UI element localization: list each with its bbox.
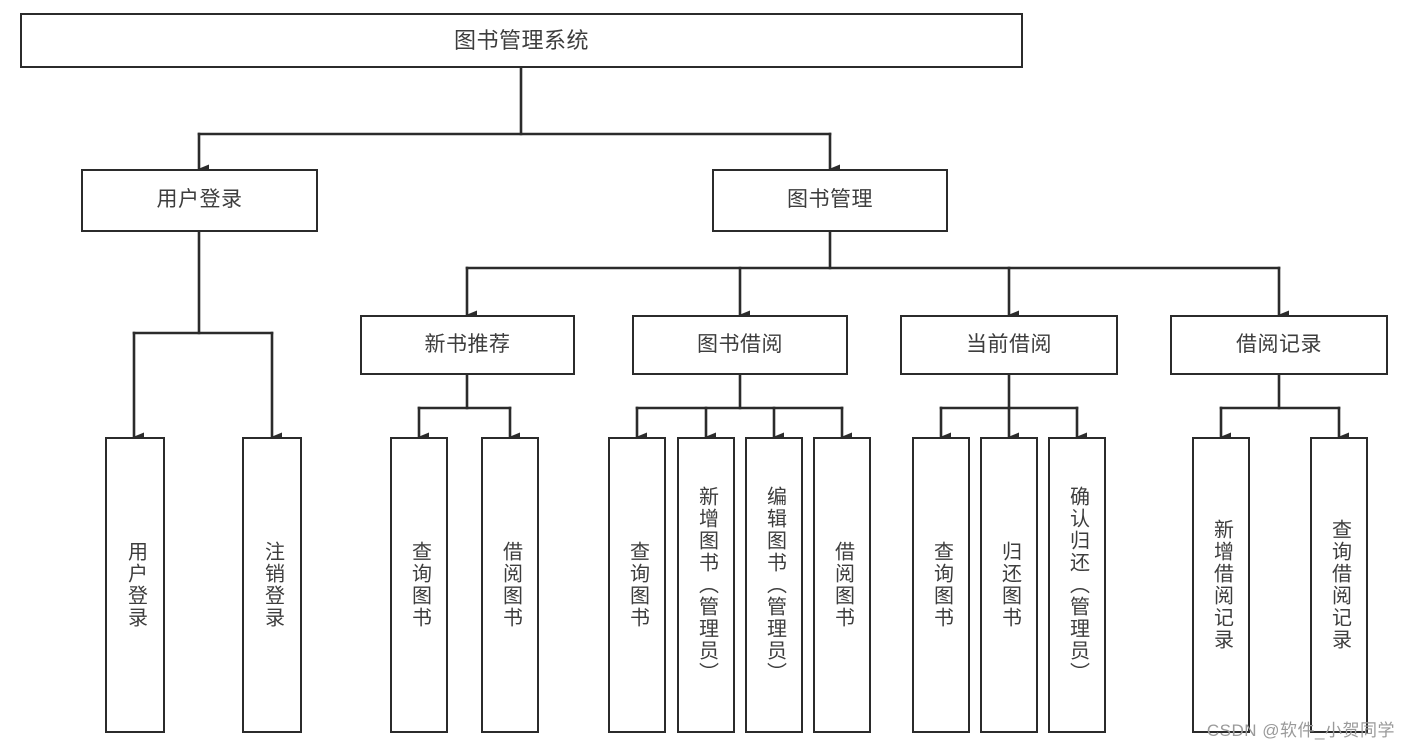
node-leaf-record-search-label: 查询借阅记录 [1328, 519, 1351, 651]
node-user-login[interactable]: 用户登录 [81, 169, 318, 232]
node-leaf-record-search[interactable]: 查询借阅记录 [1310, 437, 1368, 733]
node-user-login-label: 用户登录 [156, 188, 243, 212]
node-current-borrow[interactable]: 当前借阅 [900, 315, 1118, 375]
node-leaf-current-return-book[interactable]: 归还图书 [980, 437, 1038, 733]
node-leaf-user-logout[interactable]: 注销登录 [242, 437, 302, 733]
watermark-text: CSDN @软件_小贺同学 [1206, 721, 1395, 740]
node-current-borrow-label: 当前借阅 [966, 332, 1052, 356]
node-leaf-borrow-add-book[interactable]: 新增图书（管理员） [677, 437, 735, 733]
node-leaf-borrow-query-book[interactable]: 查询图书 [608, 437, 666, 733]
node-borrow-record[interactable]: 借阅记录 [1170, 315, 1388, 375]
node-leaf-user-logout-label: 注销登录 [261, 541, 284, 629]
node-leaf-recommend-query-book[interactable]: 查询图书 [390, 437, 448, 733]
node-leaf-current-query-book[interactable]: 查询图书 [912, 437, 970, 733]
node-leaf-current-confirm-return[interactable]: 确认归还（管理员） [1048, 437, 1106, 733]
node-leaf-borrow-query-book-label: 查询图书 [626, 541, 649, 629]
node-leaf-borrow-add-book-label: 新增图书（管理员） [695, 486, 718, 684]
node-root-label: 图书管理系统 [453, 27, 589, 53]
node-leaf-user-login[interactable]: 用户登录 [105, 437, 165, 733]
node-book-borrow[interactable]: 图书借阅 [632, 315, 848, 375]
node-leaf-record-add-label: 新增借阅记录 [1210, 519, 1233, 651]
node-book-manage[interactable]: 图书管理 [712, 169, 948, 232]
node-book-manage-label: 图书管理 [787, 188, 873, 212]
node-new-book-recommend-label: 新书推荐 [424, 332, 511, 356]
node-leaf-current-query-book-label: 查询图书 [930, 541, 953, 629]
node-leaf-current-return-book-label: 归还图书 [998, 541, 1021, 629]
node-new-book-recommend[interactable]: 新书推荐 [360, 315, 575, 375]
node-leaf-current-confirm-return-label: 确认归还（管理员） [1066, 486, 1089, 684]
node-leaf-user-login-label: 用户登录 [124, 541, 147, 629]
node-borrow-record-label: 借阅记录 [1236, 332, 1322, 356]
node-leaf-borrow-edit-book[interactable]: 编辑图书（管理员） [745, 437, 803, 733]
node-leaf-recommend-query-book-label: 查询图书 [408, 541, 431, 629]
node-book-borrow-label: 图书借阅 [697, 332, 783, 356]
node-root[interactable]: 图书管理系统 [20, 13, 1023, 68]
node-leaf-borrow-do-borrow-label: 借阅图书 [831, 541, 854, 629]
node-leaf-recommend-borrow-book-label: 借阅图书 [499, 541, 522, 629]
node-leaf-recommend-borrow-book[interactable]: 借阅图书 [481, 437, 539, 733]
node-leaf-record-add[interactable]: 新增借阅记录 [1192, 437, 1250, 733]
node-leaf-borrow-edit-book-label: 编辑图书（管理员） [763, 486, 786, 684]
node-leaf-borrow-do-borrow[interactable]: 借阅图书 [813, 437, 871, 733]
